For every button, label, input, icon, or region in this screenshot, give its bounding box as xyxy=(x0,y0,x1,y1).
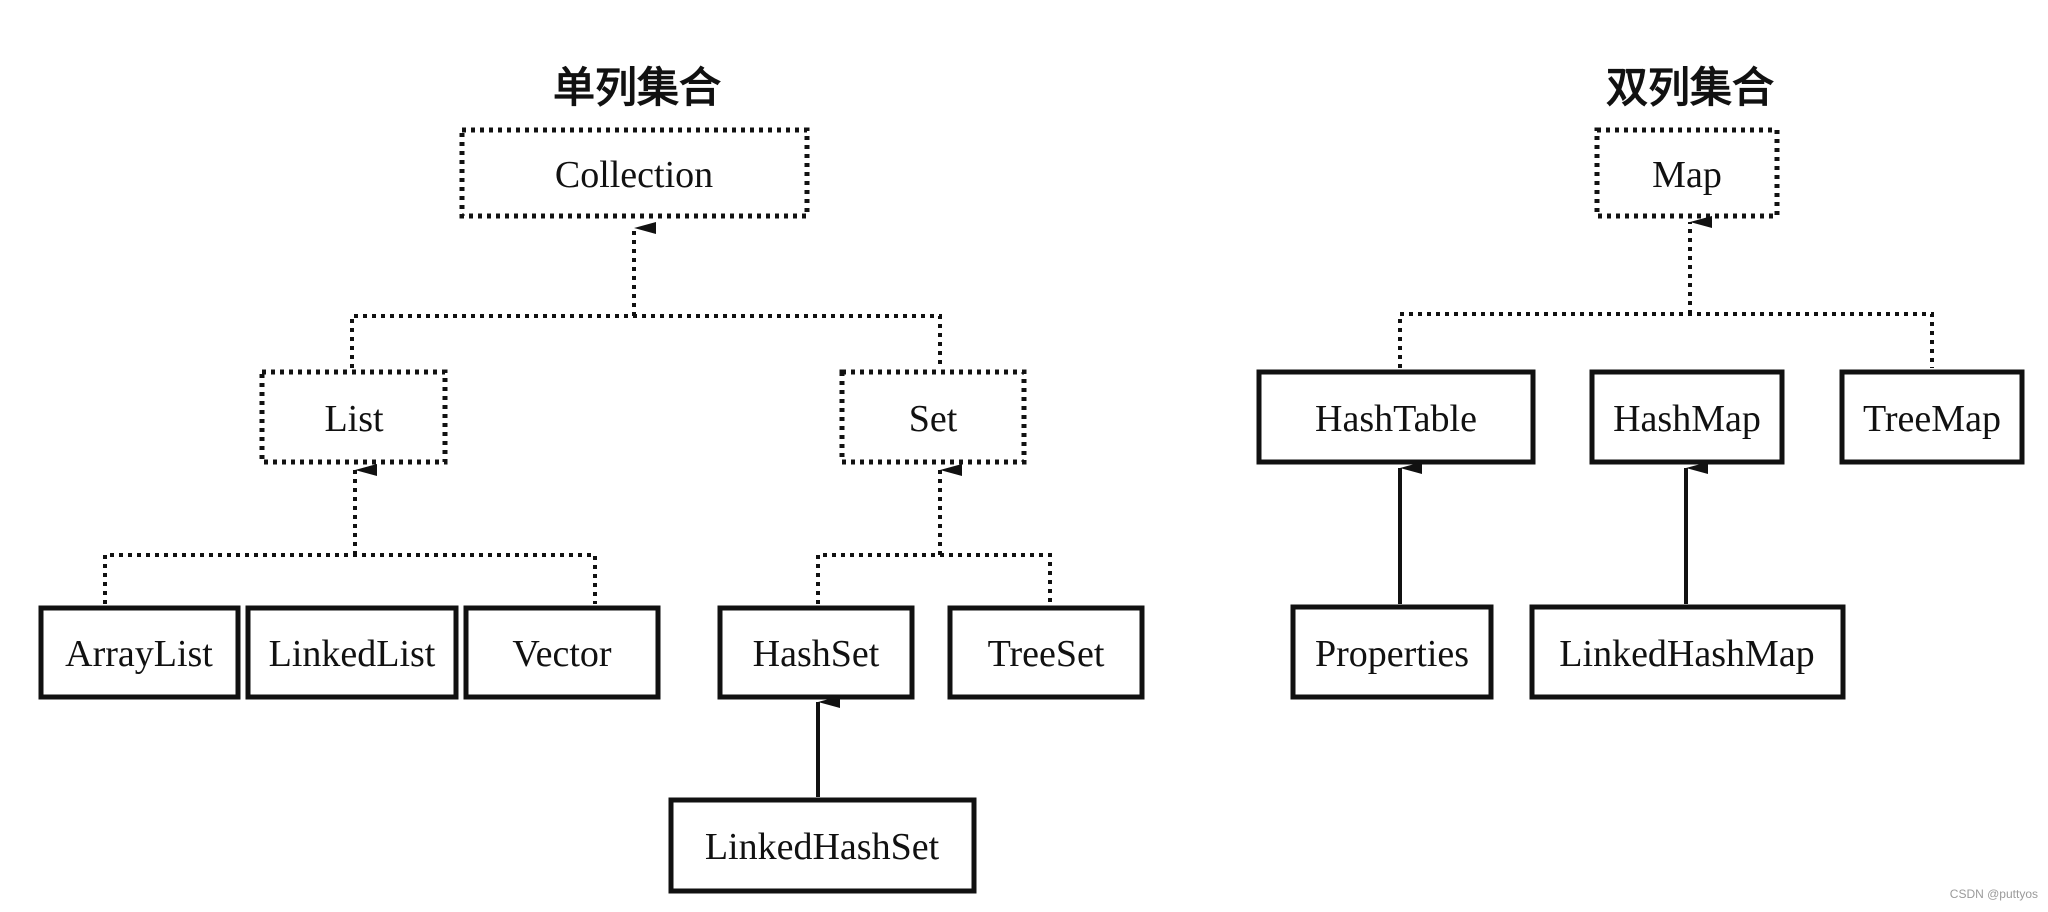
node-map: Map xyxy=(1594,127,1780,219)
node-label-linkedlist: LinkedList xyxy=(269,633,436,675)
node-treemap: TreeMap xyxy=(1839,369,2025,465)
node-vector: Vector xyxy=(463,605,661,700)
connectors-double xyxy=(1398,216,1934,604)
node-label-properties: Properties xyxy=(1315,633,1469,675)
node-set: Set xyxy=(839,369,1027,465)
node-list: List xyxy=(259,369,448,465)
bracket-map-implementations xyxy=(1398,312,1934,368)
node-label-set: Set xyxy=(909,398,958,440)
node-label-linkedhashmap: LinkedHashMap xyxy=(1559,633,1814,675)
node-label-collection: Collection xyxy=(555,154,713,196)
node-treeset: TreeSet xyxy=(947,605,1145,700)
node-label-hashmap: HashMap xyxy=(1613,398,1761,440)
bracket-set-implementations xyxy=(816,553,1052,604)
node-linkedhashset: LinkedHashSet xyxy=(668,797,977,894)
node-label-treemap: TreeMap xyxy=(1863,398,2001,440)
node-label-map: Map xyxy=(1652,154,1722,196)
node-linkedhashmap: LinkedHashMap xyxy=(1529,604,1846,700)
node-label-list: List xyxy=(324,398,384,440)
node-properties: Properties xyxy=(1290,604,1494,700)
watermark-text: CSDN @puttyos xyxy=(1949,887,2038,901)
single-column-collections-heading: 单列集合 xyxy=(553,65,721,112)
node-label-linkedhashset: LinkedHashSet xyxy=(705,826,940,868)
node-label-vector: Vector xyxy=(512,633,612,675)
node-hashset: HashSet xyxy=(717,605,915,700)
node-label-hashset: HashSet xyxy=(753,633,880,675)
node-label-treeset: TreeSet xyxy=(988,633,1105,675)
node-hashtable: HashTable xyxy=(1256,369,1536,465)
connectors-single xyxy=(103,222,1052,797)
double-column-collections-heading: 双列集合 xyxy=(1606,65,1774,112)
node-label-hashtable: HashTable xyxy=(1315,398,1477,440)
node-hashmap: HashMap xyxy=(1589,369,1785,465)
bracket-list-implementations xyxy=(103,553,597,604)
node-arraylist: ArrayList xyxy=(38,605,241,700)
bracket-list-set xyxy=(350,314,942,368)
node-linkedlist: LinkedList xyxy=(245,605,459,700)
node-collection: Collection xyxy=(459,127,810,219)
node-label-arraylist: ArrayList xyxy=(65,633,213,675)
